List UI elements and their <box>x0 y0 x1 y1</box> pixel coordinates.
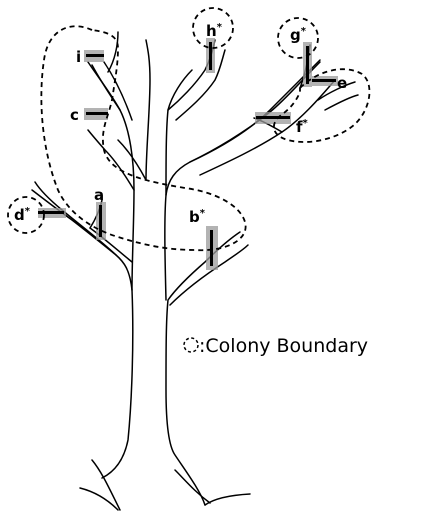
site-d-marker: * <box>25 206 31 217</box>
svg-text:i: i <box>76 48 81 66</box>
site-g-letter: g <box>290 26 301 44</box>
legend-text: :Colony Boundary <box>199 335 368 357</box>
site-a-letter: a <box>94 186 104 204</box>
site-label-e: e <box>337 74 347 92</box>
site-b-bar <box>210 230 213 266</box>
site-a-bar <box>99 205 102 237</box>
legend-dashed-circle-icon <box>184 338 198 352</box>
site-h-marker: * <box>217 22 223 33</box>
svg-text:d*: d* <box>14 206 31 224</box>
site-i-bar <box>86 54 104 57</box>
tree <box>32 32 358 510</box>
trunk-inner-right <box>166 70 192 195</box>
branch-c <box>88 130 146 190</box>
site-markers <box>38 38 338 270</box>
site-f-marker: * <box>303 118 309 129</box>
site-c-bar <box>86 112 108 115</box>
site-i-letter: i <box>76 48 81 66</box>
site-f-bar <box>256 116 290 119</box>
site-label-h: h* <box>206 22 223 40</box>
trunk-right-edge <box>166 232 240 505</box>
site-d-bar <box>38 211 64 214</box>
branch-i <box>92 32 132 120</box>
svg-text:a: a <box>94 186 104 204</box>
site-h-letter: h <box>206 22 217 40</box>
site-c-letter: c <box>70 106 79 124</box>
svg-text:e: e <box>337 74 347 92</box>
site-b-letter: b <box>189 208 200 226</box>
site-label-f: f* <box>296 118 309 136</box>
svg-text:b*: b* <box>189 208 206 226</box>
site-label-g: g* <box>290 26 307 44</box>
site-g-marker: * <box>301 26 307 37</box>
trunk-inner-left <box>146 40 150 180</box>
site-d-letter: d <box>14 206 25 224</box>
legend: :Colony Boundary <box>184 335 368 357</box>
site-label-i: i <box>76 48 81 66</box>
site-label-b: b* <box>189 208 206 226</box>
trunk-left-edge <box>35 182 133 510</box>
svg-text:f*: f* <box>296 118 309 136</box>
site-b-marker: * <box>200 208 206 219</box>
site-label-c: c <box>70 106 79 124</box>
site-e-bar <box>312 79 336 82</box>
site-h-bar <box>209 42 212 70</box>
site-e-letter: e <box>337 74 347 92</box>
branch-h <box>168 40 225 120</box>
site-label-d: d* <box>14 206 31 224</box>
site-labels: i h* g* e f* c d* a b* <box>14 22 347 226</box>
svg-text:g*: g* <box>290 26 307 44</box>
trunk-upper-right <box>165 60 320 300</box>
svg-text:h*: h* <box>206 22 223 40</box>
site-label-a: a <box>94 186 104 204</box>
svg-text:c: c <box>70 106 79 124</box>
site-g-bar <box>306 46 309 84</box>
